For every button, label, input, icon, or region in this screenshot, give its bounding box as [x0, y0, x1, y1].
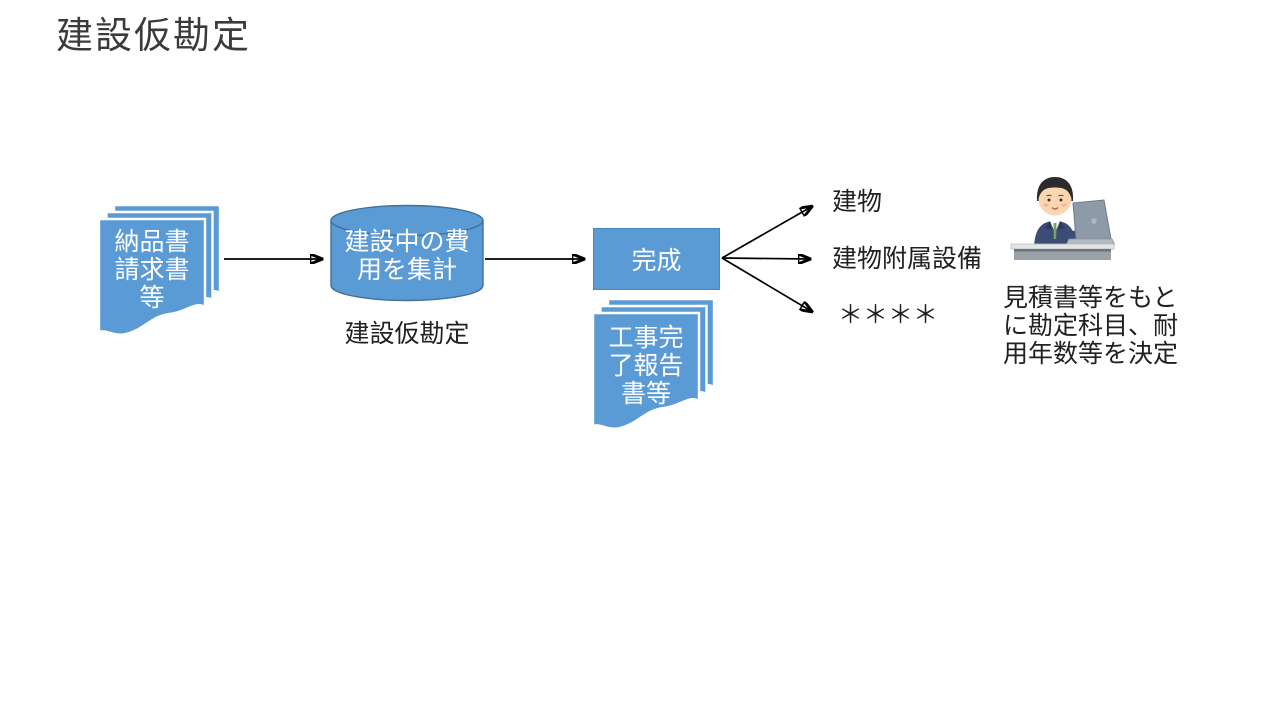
person-lapel-left [1045, 221, 1052, 230]
output-building-label: 建物 [832, 188, 883, 216]
cylinder-icon [330, 204, 484, 302]
arrow-complete-to-other [721, 257, 811, 311]
input-documents-label: 納品書 請求書 等 [114, 228, 190, 312]
person-blush-right [1061, 203, 1067, 207]
person-eye-left [1047, 198, 1051, 202]
laptop-logo [1091, 218, 1097, 224]
person-lapel-right [1058, 221, 1065, 230]
person-at-computer-icon [1010, 177, 1116, 260]
arrow-complete-to-attached [721, 258, 809, 259]
person-face [1038, 182, 1072, 216]
person-tie [1053, 223, 1057, 239]
desk-front [1014, 249, 1111, 260]
report-documents-shape: 工事完 了報告 書等 [591, 297, 717, 434]
multi-document-icon [97, 203, 222, 336]
completion-box: 完成 [593, 228, 720, 290]
person-mouth [1051, 207, 1059, 210]
desk-front-shadow [1014, 249, 1111, 252]
report-documents-label: 工事完 了報告 書等 [608, 324, 684, 408]
laptop-base [1065, 238, 1116, 245]
input-documents-shape: 納品書 請求書 等 [97, 203, 223, 340]
multi-document-icon [591, 297, 716, 430]
person-blush-left [1043, 203, 1049, 207]
arrow-complete-to-building [721, 207, 811, 259]
cylinder-caption: 建設仮勘定 [344, 320, 470, 348]
output-other-label: ＊＊＊＊ [838, 301, 939, 329]
desk-top [1010, 243, 1115, 250]
output-attached-equipment-label: 建物附属設備 [832, 245, 983, 273]
person-eye-right [1059, 198, 1063, 202]
person-brow-right [1058, 194, 1064, 197]
cost-aggregation-cylinder: 建設中の費 用を集計 [330, 204, 484, 302]
page-title: 建設仮勘定 [56, 15, 251, 56]
cost-aggregation-label: 建設中の費 用を集計 [344, 228, 470, 284]
person-hair-fringe [1038, 182, 1072, 199]
person-brow-left [1046, 194, 1052, 197]
decision-note: 見積書等をもと に勘定科目、耐 用年数等を決定 [1003, 284, 1179, 368]
